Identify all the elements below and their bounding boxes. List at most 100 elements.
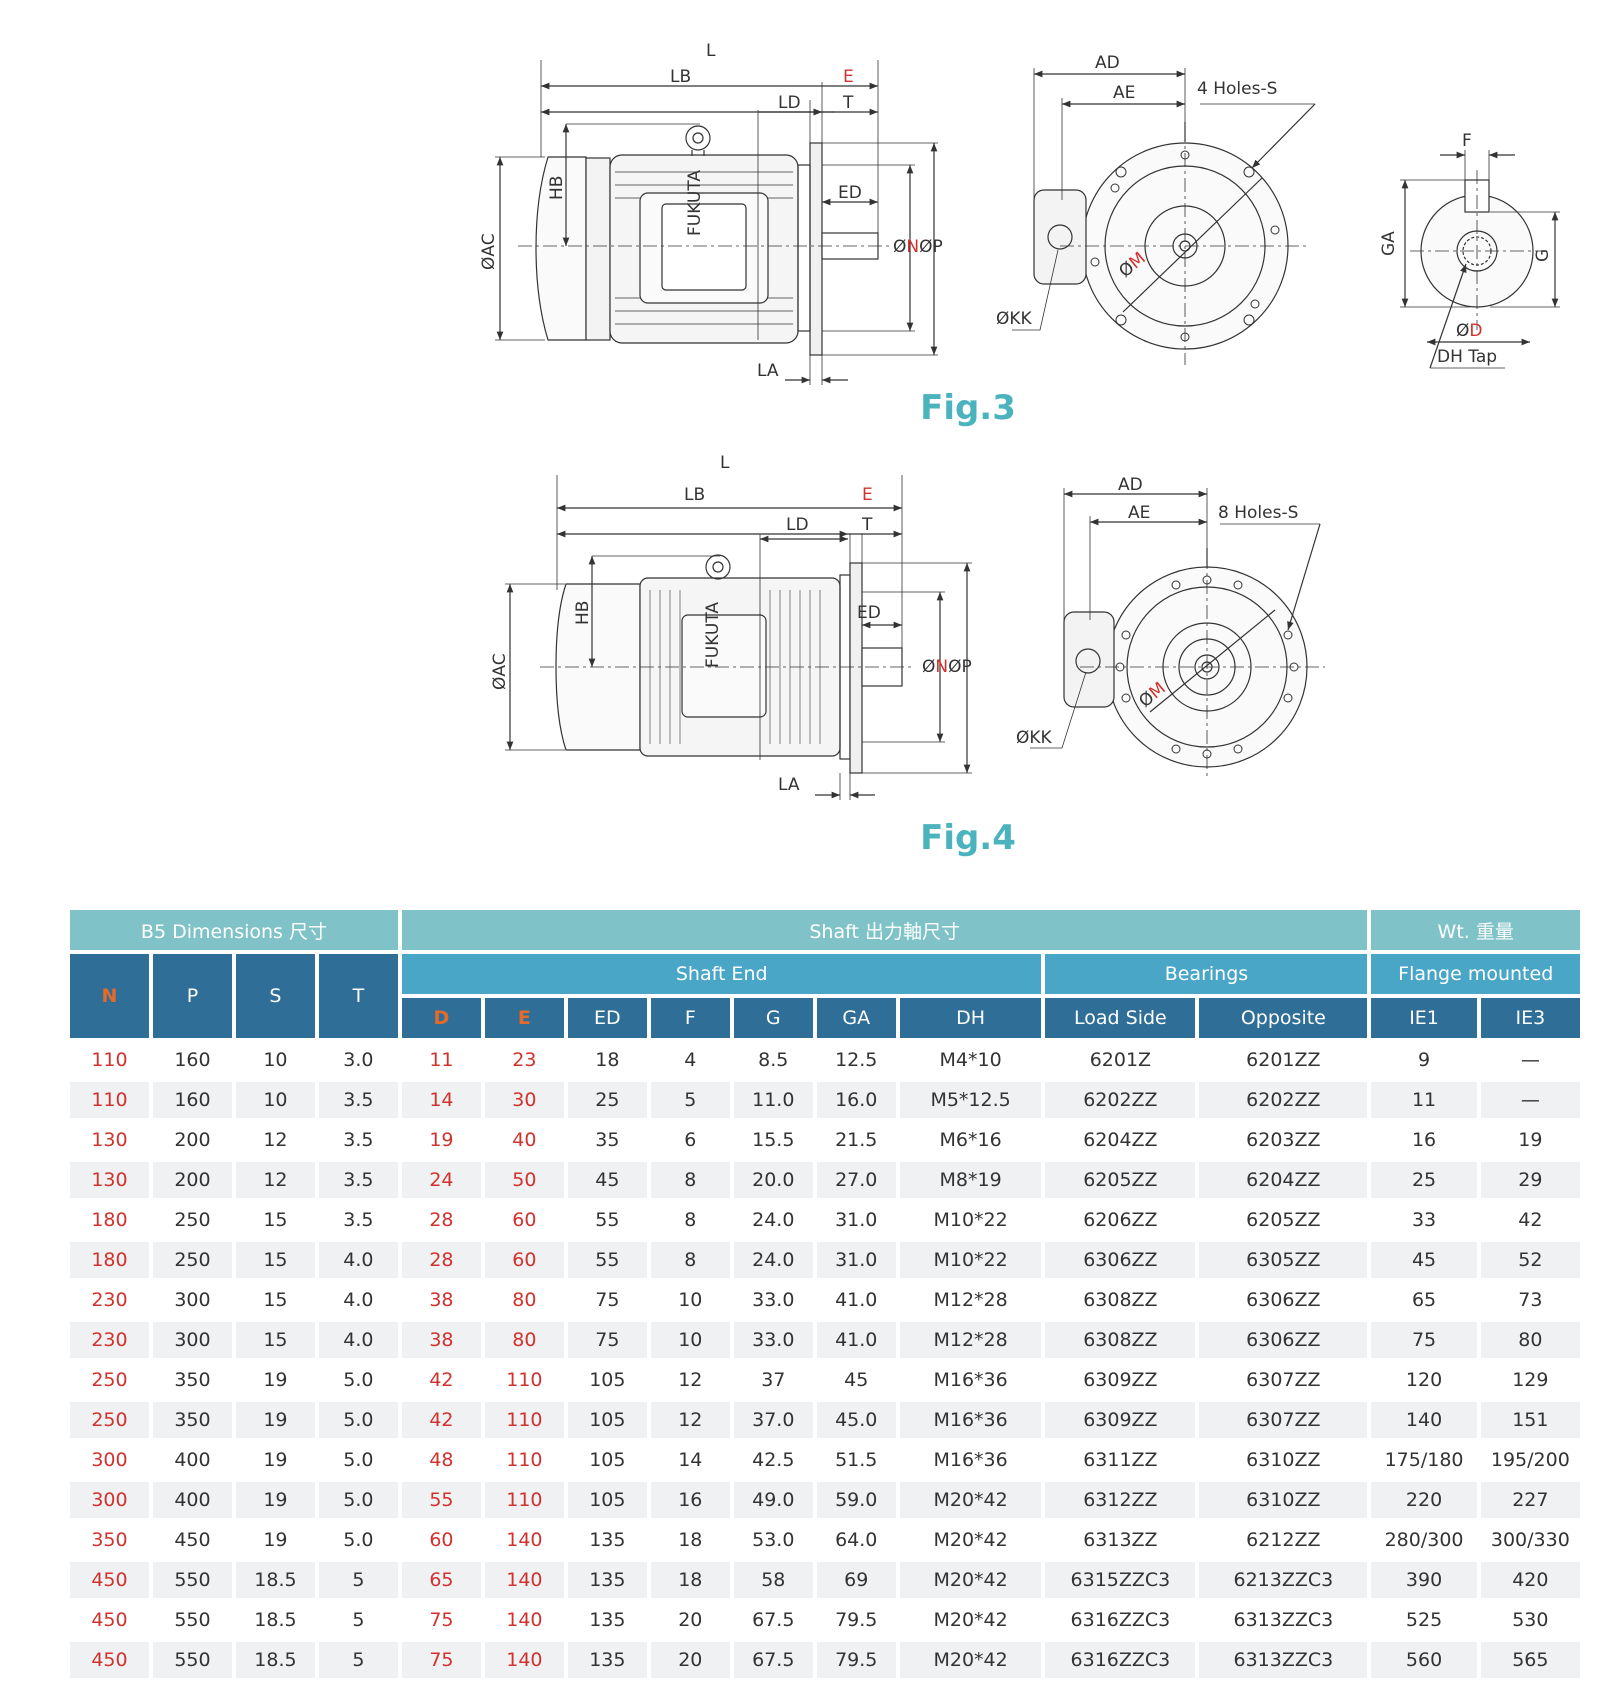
table-cell: M20*42 [899,1642,1042,1678]
table-cell: 6315ZZC3 [1045,1562,1196,1598]
table-cell: 160 [174,1049,211,1071]
table-cell: 300 [91,1449,128,1471]
dimensions-table: B5 Dimensions 尺寸 Shaft 出力軸尺寸 Wt. 重量 N P … [66,906,1584,1682]
table-cell: 5 [650,1082,730,1118]
table-cell: 19 [263,1529,288,1551]
table-cell: 5.0 [318,1402,398,1438]
table-cell: 48 [429,1449,454,1471]
col-F: F [650,998,730,1038]
table-cell: 64.0 [835,1529,878,1551]
dim-KK: ØKK [996,309,1033,329]
col-E: E [484,998,564,1038]
table-cell: 6307ZZ [1199,1402,1368,1438]
table-cell: 6316ZZC3 [1070,1609,1171,1631]
table-cell: 3.5 [318,1162,398,1198]
dim-G: G [1533,249,1553,262]
table-cell: 15.5 [752,1129,795,1151]
table-cell: 18 [650,1562,730,1598]
table-cell: 135 [567,1562,647,1598]
table-cell: 19 [263,1369,288,1391]
fig4-end-view [1030,488,1325,780]
table-cell: 6310ZZ [1199,1482,1368,1518]
col-S: S [235,954,315,1038]
table-cell: 135 [567,1642,647,1678]
table-cell: 6213ZZC3 [1199,1562,1368,1598]
table-cell: 18.5 [235,1642,315,1678]
table-cell: 33 [1411,1209,1437,1231]
dim-N-P: ØNØP [922,657,972,677]
table-cell: 350 [174,1369,211,1391]
table-cell: 59.0 [816,1482,896,1518]
technical-drawings: L LB E LD T HB ØAC ED ØNØP LA AD AE 4 Ho… [479,41,1560,800]
dim-P: ØP [919,237,943,257]
table-cell: 67.5 [752,1609,795,1631]
table-cell: 6306ZZ [1246,1289,1321,1311]
table-cell: 3.5 [318,1082,398,1118]
table-cell: 140 [484,1562,564,1598]
dim-LA: LA [757,361,779,381]
table-cell: 45 [567,1162,647,1198]
table-cell: M16*36 [899,1402,1042,1438]
dim-AE: AE [1113,83,1135,103]
table-cell: 250 [152,1242,232,1278]
table-cell: 6201ZZ [1246,1049,1321,1071]
table-cell: 69 [816,1562,896,1598]
header-b5-dimensions: B5 Dimensions 尺寸 [70,910,398,950]
table-cell: 250 [91,1369,128,1391]
dim-E: E [862,485,873,505]
table-cell: 450 [70,1562,149,1598]
table-cell: M16*36 [933,1369,1008,1391]
table-cell: 230 [70,1322,149,1358]
table-cell: 6204ZZ [1083,1129,1158,1151]
table-cell: 300 [70,1482,149,1518]
table-cell: M6*16 [939,1129,1002,1151]
col-D: D [401,998,481,1038]
dim-holes: 4 Holes-S [1197,79,1277,99]
table-cell: 5 [318,1642,398,1678]
table-cell: 18 [595,1049,620,1071]
col-DH: DH [899,998,1042,1038]
table-cell: 11.0 [733,1082,813,1118]
dim-KK: ØKK [1016,728,1053,748]
table-cell: 8.5 [758,1049,789,1071]
table-cell: 350 [152,1402,232,1438]
dim-HB: HB [547,176,567,200]
table-cell: 6202ZZ [1199,1082,1368,1118]
table-cell: 5 [352,1609,365,1631]
table-cell: 19 [1518,1129,1543,1151]
dim-L: L [720,453,730,473]
table-cell: — [1480,1082,1580,1118]
table-cell: 6309ZZ [1083,1369,1158,1391]
table-cell: 19 [235,1482,315,1518]
table-cell: 42 [1518,1209,1543,1231]
table-cell: 45.0 [816,1402,896,1438]
table-cell: 8 [650,1242,730,1278]
table-cell: 25 [567,1082,647,1118]
table-cell: M12*28 [933,1289,1008,1311]
table-cell: 42 [401,1402,481,1438]
table-cell: 20.0 [733,1162,813,1198]
table-cell: 5 [318,1562,398,1598]
dim-LB: LB [670,67,691,87]
table-cell: 6313ZZ [1083,1529,1158,1551]
table-cell: M12*28 [899,1322,1042,1358]
table-cell: 130 [91,1129,128,1151]
table-cell: 40 [512,1129,537,1151]
table-cell: 6212ZZ [1246,1529,1321,1551]
table-cell: 15 [263,1209,288,1231]
table-cell: 60 [484,1242,564,1278]
header-shaft: Shaft 出力軸尺寸 [401,910,1368,950]
table-cell: 390 [1371,1562,1477,1598]
dim-E: E [843,67,854,87]
dim-L: L [706,41,716,61]
col-load-side: Load Side [1045,998,1196,1038]
table-cell: 6311ZZ [1083,1449,1158,1471]
table-cell: 450 [91,1609,128,1631]
table-cell: 25 [1371,1162,1477,1198]
dim-N-P: ØNØP [893,237,943,257]
fig4-side-view [505,475,972,800]
